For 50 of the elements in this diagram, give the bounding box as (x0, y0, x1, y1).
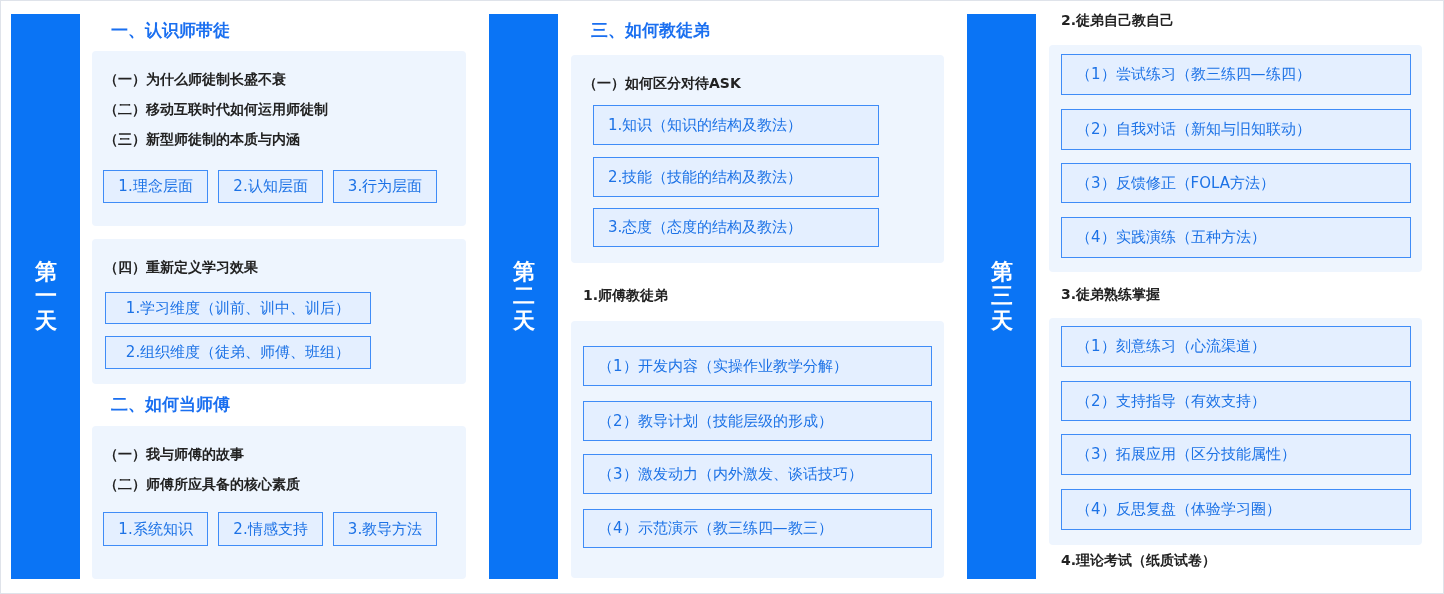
topic-box: （4）示范演示（教三练四—教三） (583, 509, 932, 548)
subsection-heading: 2.徒弟自己教自己 (1061, 12, 1175, 30)
topic-box: 1.学习维度（训前、训中、训后） (105, 292, 371, 324)
subsection-heading: 1.师傅教徒弟 (583, 287, 669, 305)
subsection-heading: 3.徒弟熟练掌握 (1061, 286, 1161, 304)
topic-box: （3）反馈修正（FOLA方法） (1061, 163, 1411, 203)
day-bar (11, 14, 80, 579)
topic-box: （2）教导计划（技能层级的形成） (583, 401, 932, 441)
topic-text: （二）师傅所应具备的核心素质 (104, 475, 301, 494)
section-heading: 二、如何当师傅 (111, 393, 230, 416)
topic-text: （四）重新定义学习效果 (104, 258, 259, 277)
topic-box: 3.教导方法 (333, 512, 437, 546)
topic-box: 2.技能（技能的结构及教法） (593, 157, 879, 197)
section-panel (92, 426, 466, 579)
section-panel (92, 51, 466, 226)
topic-box: （3）拓展应用（区分技能属性） (1061, 434, 1411, 475)
topic-box: 2.组织维度（徒弟、师傅、班组） (105, 336, 371, 369)
topic-box: （1）开发内容（实操作业教学分解） (583, 346, 932, 386)
section-panel (571, 321, 944, 578)
section-panel (1049, 318, 1422, 545)
topic-text: （一）我与师傅的故事 (104, 445, 245, 464)
topic-box: 1.系统知识 (103, 512, 208, 546)
topic-box: 1.理念层面 (103, 170, 208, 203)
day-title: 第三天 (990, 260, 1013, 333)
topic-box: 2.认知层面 (218, 170, 323, 203)
topic-box: （2）支持指导（有效支持） (1061, 381, 1411, 421)
day-title: 第一天 (34, 260, 57, 333)
topic-box: （1）刻意练习（心流渠道） (1061, 326, 1411, 367)
topic-box: （2）自我对话（新知与旧知联动） (1061, 109, 1411, 150)
topic-text: （二）移动互联时代如何运用师徒制 (104, 100, 329, 119)
subsection-heading: 4.理论考试（纸质试卷） (1061, 552, 1217, 570)
section-panel (1049, 45, 1422, 272)
topic-box: 1.知识（知识的结构及教法） (593, 105, 879, 145)
topic-text: （一）如何区分对待ASK (583, 74, 742, 93)
topic-text: （一）为什么师徒制长盛不衰 (104, 70, 287, 89)
topic-box: 3.态度（态度的结构及教法） (593, 208, 879, 247)
day-bar (967, 14, 1036, 579)
topic-box: 2.情感支持 (218, 512, 323, 546)
topic-box: （1）尝试练习（教三练四—练四） (1061, 54, 1411, 95)
topic-text: （三）新型师徒制的本质与内涵 (104, 130, 301, 149)
topic-box: 3.行为层面 (333, 170, 437, 203)
section-heading: 一、认识师带徒 (111, 19, 230, 42)
topic-box: （4）反思复盘（体验学习圈） (1061, 489, 1411, 530)
section-panel (571, 55, 944, 263)
section-panel (92, 239, 466, 384)
day-bar (489, 14, 558, 579)
day-title: 第二天 (512, 260, 535, 333)
topic-box: （3）激发动力（内外激发、谈话技巧） (583, 454, 932, 494)
section-heading: 三、如何教徒弟 (591, 19, 710, 42)
topic-box: （4）实践演练（五种方法） (1061, 217, 1411, 258)
